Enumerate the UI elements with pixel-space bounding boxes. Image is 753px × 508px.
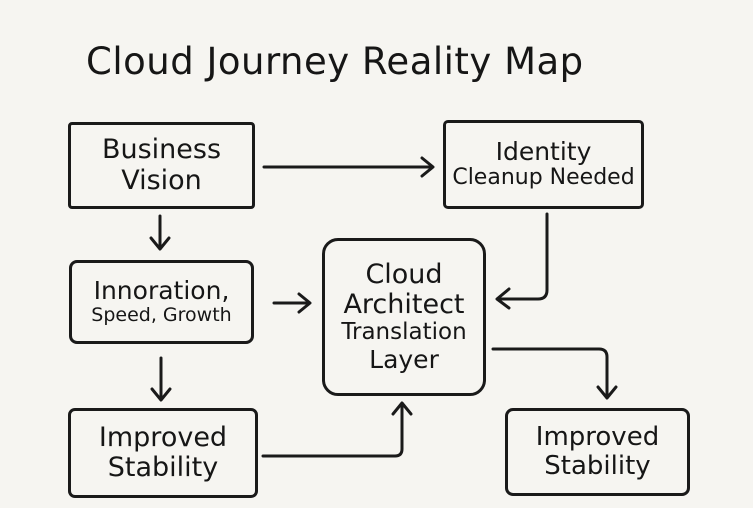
node-label-line: Improved [98, 421, 228, 453]
node-label-line: Translation [341, 319, 467, 346]
diagram-title: Cloud Journey Reality Map [86, 40, 584, 83]
edge-business-vision-to-identity-cleanup [262, 156, 435, 178]
node-label-line: Architect [343, 289, 465, 321]
node-innovation-speed-growth[interactable]: Innoration, Speed, Growth [69, 260, 254, 344]
node-label-line: Improved [535, 421, 660, 452]
node-label-line: Identity [495, 137, 592, 167]
node-label-line: Stability [544, 451, 651, 481]
node-label-line: Stability [107, 452, 219, 483]
edge-cloud-architect-to-improved-stability-right [491, 347, 618, 400]
node-cloud-architect-translation-layer[interactable]: Cloud Architect Translation Layer [322, 238, 486, 396]
node-label-line: Business [101, 134, 222, 166]
node-improved-stability-right[interactable]: Improved Stability [505, 408, 690, 496]
node-label-line: Vision [121, 164, 202, 196]
node-identity-cleanup[interactable]: Identity Cleanup Needed [443, 120, 644, 209]
node-label-line: Cleanup Needed [452, 165, 635, 191]
node-label-line: Layer [369, 345, 439, 375]
edge-improved-stability-left-to-cloud-architect [261, 401, 413, 458]
node-label-line: Speed, Growth [91, 304, 232, 327]
edge-identity-cleanup-to-cloud-architect [495, 212, 549, 310]
node-label-line: Cloud [365, 258, 443, 290]
edge-innovation-to-cloud-architect [272, 292, 312, 314]
node-label-line: Innoration, [93, 276, 230, 306]
edge-business-vision-to-innovation [149, 214, 171, 251]
edge-innovation-to-improved-stability-left [150, 356, 172, 402]
node-improved-stability-left[interactable]: Improved Stability [68, 408, 258, 498]
node-business-vision[interactable]: Business Vision [68, 122, 255, 209]
